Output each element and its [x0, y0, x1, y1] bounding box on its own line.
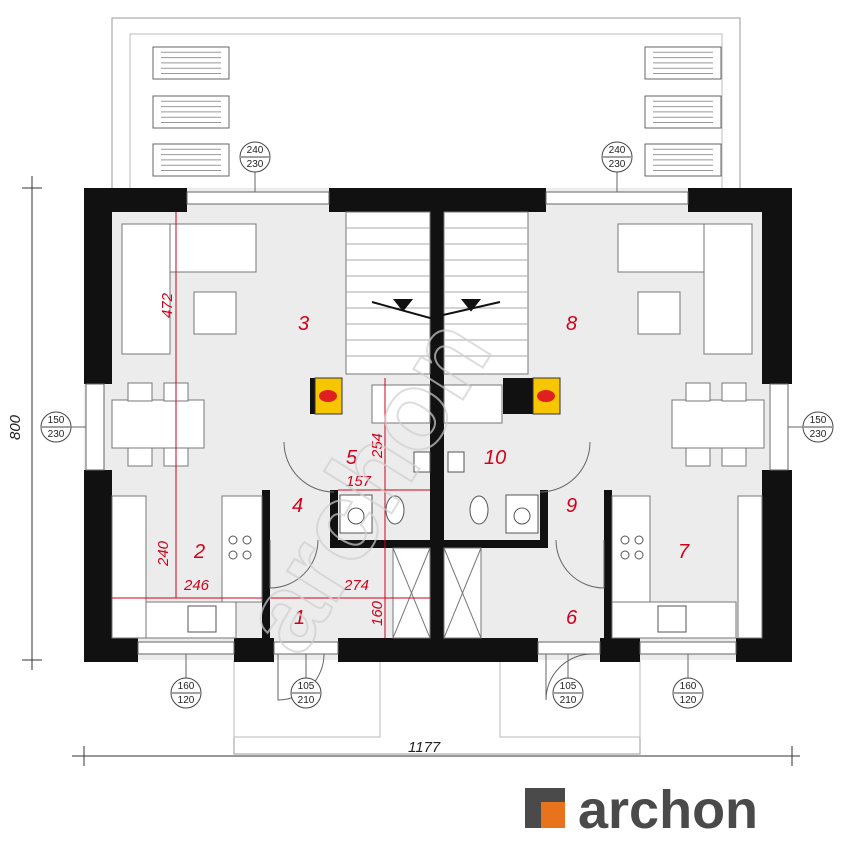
tag-bottom-left-window: 160 120	[170, 654, 202, 709]
staircase-icon	[345, 211, 529, 424]
svg-text:230: 230	[247, 159, 264, 170]
stair-arrows	[371, 299, 501, 320]
tag-bottom-left-door: 105 210	[290, 654, 322, 709]
svg-text:160: 160	[680, 681, 697, 692]
brand-name: archon	[578, 780, 758, 840]
tag-side-left: 150 230	[40, 411, 86, 443]
svg-text:210: 210	[560, 695, 577, 706]
svg-text:230: 230	[48, 429, 65, 440]
svg-text:240: 240	[609, 145, 626, 156]
room-6-label: 6	[566, 607, 578, 629]
room-numbers: 3 8 5 10 4 9 2 7 1 6	[193, 313, 690, 629]
room-1-label: 1	[294, 607, 305, 629]
room-7-label: 7	[678, 541, 690, 563]
dim-240: 240	[155, 540, 172, 567]
tag-bottom-right-window: 160 120	[672, 654, 704, 709]
room-2-label: 2	[193, 541, 205, 563]
room-3-label: 3	[298, 313, 309, 335]
coffee-tables	[193, 291, 681, 335]
toilet-icon	[339, 451, 539, 534]
svg-text:105: 105	[560, 681, 577, 692]
svg-text:230: 230	[609, 159, 626, 170]
tag-top-right: 240 230	[601, 141, 633, 192]
svg-text:210: 210	[298, 695, 315, 706]
svg-text:150: 150	[810, 415, 827, 426]
sofa-icon	[121, 223, 753, 355]
dimension-lines-black	[22, 176, 800, 766]
dim-157: 157	[346, 473, 372, 490]
porch-outlines	[233, 660, 641, 755]
svg-text:120: 120	[178, 695, 195, 706]
archon-logo: archon	[525, 780, 758, 840]
svg-text:120: 120	[680, 695, 697, 706]
overall-height-label: 800	[7, 414, 24, 440]
svg-text:105: 105	[298, 681, 315, 692]
dim-274: 274	[343, 577, 369, 594]
dining-sets	[111, 382, 765, 467]
svg-text:230: 230	[810, 429, 827, 440]
overall-width-label: 1177	[408, 739, 441, 756]
room-5-label: 5	[346, 447, 358, 469]
svg-text:150: 150	[48, 415, 65, 426]
tag-side-right: 150 230	[788, 411, 834, 443]
dim-472: 472	[159, 292, 176, 318]
stove-icon	[228, 535, 644, 560]
tag-bottom-right-door: 105 210	[552, 654, 584, 709]
dimension-lines-red	[112, 212, 430, 638]
windows	[85, 191, 789, 655]
dim-254: 254	[369, 433, 386, 459]
room-8-label: 8	[566, 313, 577, 335]
sink-icon	[187, 605, 687, 633]
room-4-label: 4	[292, 495, 303, 517]
tag-top-left: 240 230	[239, 141, 271, 192]
fireplace-icon	[314, 377, 561, 415]
svg-text:160: 160	[178, 681, 195, 692]
stair-treads	[346, 227, 528, 357]
dimension-labels-red: 472 240 246 274 157 254 160	[155, 292, 386, 626]
room-9-label: 9	[566, 495, 577, 517]
svg-text:240: 240	[247, 145, 264, 156]
dim-246: 246	[183, 577, 210, 594]
opening-tags: 240 230 240 230 150 230 150 230	[40, 141, 834, 709]
sunbed-slats	[161, 51, 713, 171]
door-swings	[269, 441, 605, 701]
room-10-label: 10	[484, 447, 506, 469]
wardrobes	[392, 547, 482, 639]
walls	[84, 188, 792, 662]
dim-160: 160	[369, 600, 386, 626]
